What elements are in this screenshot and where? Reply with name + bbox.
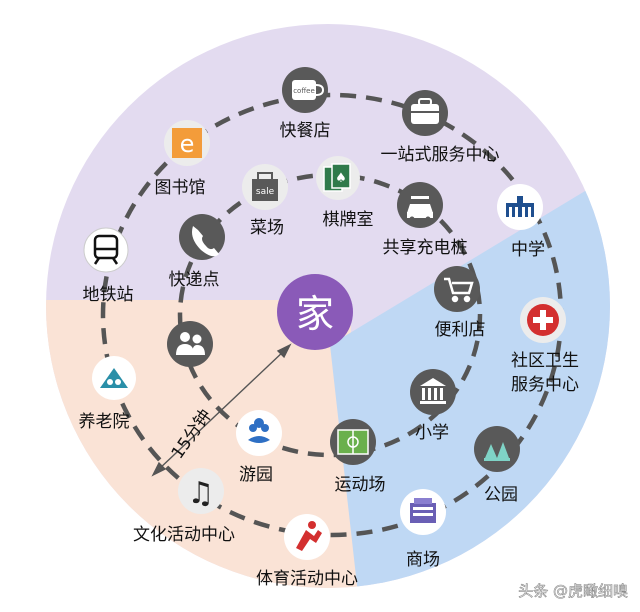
svg-text:coffee: coffee [293, 87, 315, 95]
poi-mall: 商场 [400, 489, 446, 570]
home-center: 家 [277, 274, 353, 350]
library-label: 图书馆 [155, 178, 206, 198]
svg-text:e: e [180, 130, 195, 158]
poi-fastfood: coffee 快餐店 [280, 67, 331, 141]
athlete-icon [296, 521, 322, 551]
people-icon [176, 332, 205, 355]
briefcase-icon [411, 98, 439, 124]
telephone-icon [192, 226, 219, 257]
poi-library: e 图书馆 [155, 120, 210, 198]
poi-community [167, 321, 213, 367]
flower-icon [248, 418, 270, 443]
market-label: 菜场 [250, 218, 284, 238]
poi-convenience: 便利店 [434, 266, 486, 340]
clinic-label-line1: 社区卫生 [511, 351, 579, 371]
browser-e-icon [172, 128, 202, 158]
home-label: 家 [296, 292, 334, 336]
mall-label: 商场 [406, 550, 440, 570]
poi-charging: 共享充电桩 [383, 182, 468, 258]
poi-express: 快递点 [169, 214, 225, 290]
metro-label: 地铁站 [83, 285, 134, 305]
coffee-icon: coffee [292, 80, 325, 100]
school-building-icon [506, 196, 534, 217]
svg-text:头条 @虎瞰细嗅: 头条 @虎瞰细嗅 [518, 582, 628, 600]
car-charging-icon [407, 196, 433, 222]
mall-building-icon [410, 498, 436, 523]
culture-label: 文化活动中心 [133, 525, 235, 545]
clinic-label-line2: 服务中心 [511, 375, 579, 395]
fastfood-label: 快餐店 [280, 121, 331, 141]
middleschool-label: 中学 [511, 240, 545, 260]
poi-primary: 小学 [410, 369, 456, 443]
sportscenter-label: 体育活动中心 [256, 569, 358, 589]
shopping-cart-icon [444, 277, 474, 303]
elderly-care-icon [100, 368, 128, 388]
soccer-field-icon [337, 429, 369, 455]
express-label: 快递点 [169, 270, 220, 290]
charging-label: 共享充电桩 [383, 238, 468, 258]
institution-icon [420, 378, 446, 404]
poi-middleschool: 中学 [497, 184, 545, 260]
poi-metro: 地铁站 [83, 227, 134, 305]
svg-text:♠: ♠ [335, 171, 347, 186]
train-icon [93, 234, 119, 265]
watermark: 头条 @虎瞰细嗅 [518, 582, 628, 601]
sportsfield-label: 运动场 [335, 475, 386, 495]
poi-garden: 游园 [236, 410, 282, 485]
poi-sportscenter: 体育活动中心 [256, 514, 358, 589]
convenience-label: 便利店 [435, 320, 486, 340]
poi-market: sale 菜场 [242, 164, 288, 238]
poi-onestop: 一站式服务中心 [381, 90, 500, 165]
poi-culture: ♫ 文化活动中心 [133, 468, 235, 545]
poi-sportsfield: 运动场 [330, 419, 386, 495]
garden-label: 游园 [239, 465, 273, 485]
nursing-label: 养老院 [79, 412, 130, 432]
playing-cards-icon: ♠ [323, 163, 351, 192]
onestop-label: 一站式服务中心 [381, 145, 500, 165]
svg-text:sale: sale [256, 187, 275, 197]
poi-clinic: 社区卫生 服务中心 [511, 297, 579, 395]
park-label: 公园 [484, 485, 518, 505]
chess-label: 棋牌室 [323, 210, 374, 230]
primary-label: 小学 [415, 423, 449, 443]
radius-arrow [151, 343, 292, 477]
poi-park: 公园 [474, 426, 520, 505]
park-trees-icon [484, 442, 510, 461]
poi-nursing: 养老院 [79, 356, 136, 432]
shopping-bag-icon: sale [252, 172, 278, 201]
poi-chess: ♠ 棋牌室 [316, 156, 374, 230]
music-note-icon: ♫ [188, 476, 215, 511]
